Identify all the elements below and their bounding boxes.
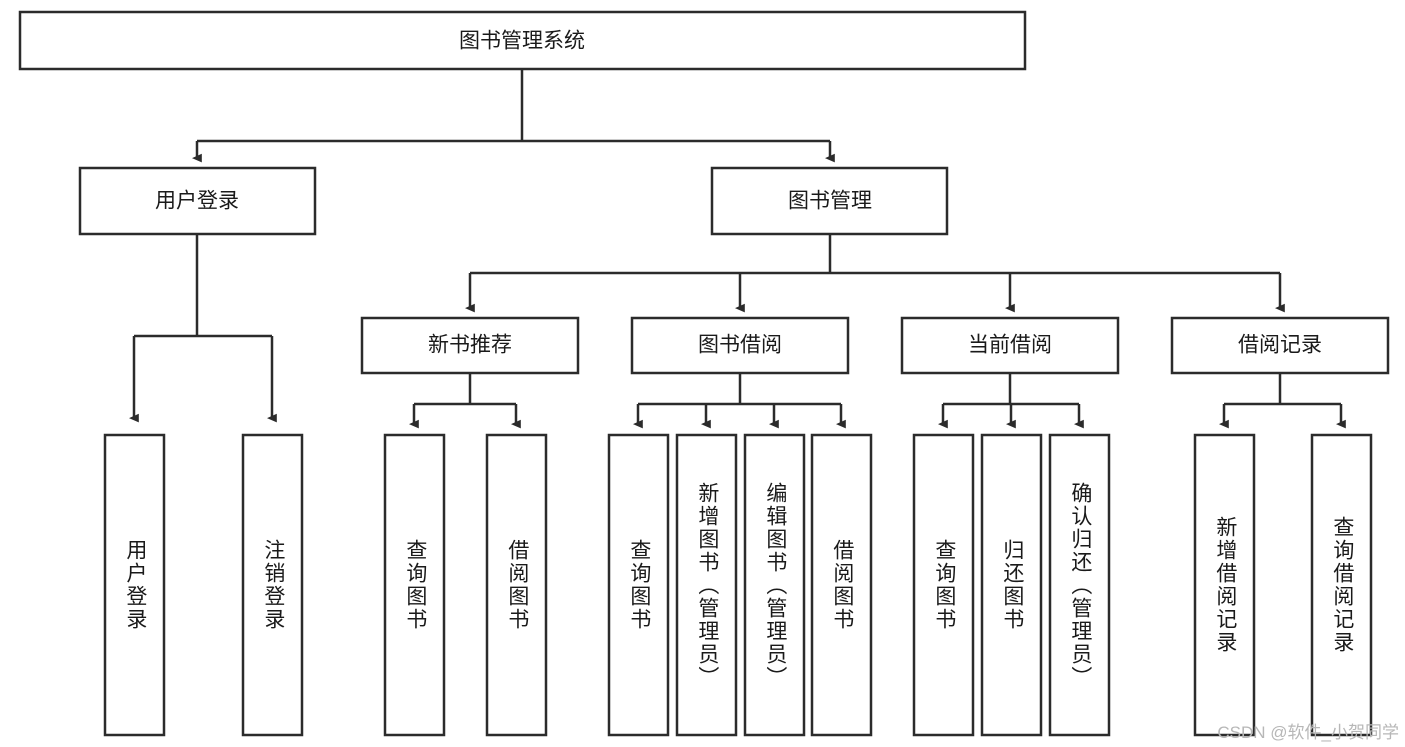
leaf-book-borrow-2[interactable]	[675, 433, 738, 737]
node-new-book-recommend-label: 新书推荐	[428, 334, 512, 357]
node-user-login[interactable]	[78, 166, 317, 236]
leaf-user-login-2[interactable]	[241, 433, 304, 737]
connector-borrowrecord-to-leaves	[1219, 373, 1346, 429]
node-user-login-label: 用户登录	[155, 190, 239, 213]
leaf-book-borrow-1[interactable]	[607, 433, 670, 737]
node-root[interactable]	[18, 10, 1027, 71]
node-root-label: 图书管理系统	[459, 30, 585, 53]
connector-root-to-level2	[192, 69, 835, 163]
node-book-borrow[interactable]	[630, 316, 850, 375]
node-book-management[interactable]	[710, 166, 949, 236]
connector-userlogin-to-leaves	[129, 234, 277, 423]
leaf-current-borrow-1[interactable]	[912, 433, 975, 737]
leaf-book-borrow-3[interactable]	[743, 433, 806, 737]
node-current-borrow-label: 当前借阅	[968, 334, 1052, 357]
node-borrow-record-label: 借阅记录	[1238, 334, 1322, 357]
leaf-book-borrow-4[interactable]	[810, 433, 873, 737]
node-book-borrow-label: 图书借阅	[698, 334, 782, 357]
leaf-current-borrow-3[interactable]	[1048, 433, 1111, 737]
node-borrow-record[interactable]	[1170, 316, 1390, 375]
leaf-user-login-1[interactable]	[103, 433, 166, 737]
connector-currentborrow-to-leaves	[938, 373, 1084, 429]
leaf-current-borrow-2[interactable]	[980, 433, 1043, 737]
leaf-borrow-record-1[interactable]	[1193, 433, 1256, 737]
connector-bookborrow-to-leaves	[633, 373, 846, 429]
watermark-text: CSDN @软件_小贺同学	[1217, 723, 1399, 742]
connector-newbook-to-leaves	[409, 373, 521, 429]
node-new-book-recommend[interactable]	[360, 316, 580, 375]
leaf-new-book-1[interactable]	[383, 433, 446, 737]
leaf-borrow-record-2[interactable]	[1310, 433, 1373, 737]
node-book-management-label: 图书管理	[788, 190, 872, 213]
connector-bookmgmt-to-level3	[465, 234, 1285, 313]
leaf-new-book-2[interactable]	[485, 433, 548, 737]
node-current-borrow[interactable]	[900, 316, 1120, 375]
